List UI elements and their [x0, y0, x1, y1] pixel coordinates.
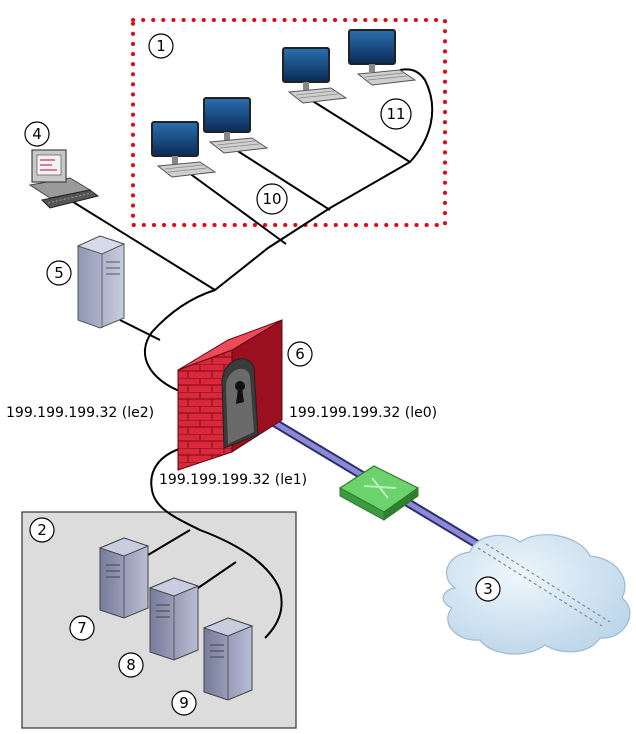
callout-label-11: 11 — [386, 105, 405, 123]
lan-pc-c-icon — [282, 47, 348, 104]
lan-pc-a-icon — [151, 121, 217, 178]
callout-label-9: 9 — [179, 694, 189, 712]
callout-label-1: 1 — [156, 37, 166, 55]
callout-circle-1 — [148, 33, 174, 59]
callout-label-3: 3 — [483, 580, 493, 598]
callout-label-10: 10 — [262, 190, 281, 208]
cable-pc-a — [184, 169, 287, 245]
callout-circle-5 — [46, 260, 72, 286]
interface-label-le1: 199.199.199.32 (le1) — [159, 472, 307, 488]
cable-dmz-server-8 — [197, 561, 237, 589]
internet-cloud-icon — [442, 534, 631, 655]
callout-label-8: 8 — [126, 656, 136, 674]
dmz-server-8-icon — [148, 577, 200, 661]
lan-zone-border — [131, 18, 447, 227]
lan-backbone-cable — [143, 68, 434, 393]
lan-pc-b-icon — [203, 97, 269, 154]
interface-label-le2: 199.199.199.32 (le2) — [6, 405, 154, 421]
callout-circle-3 — [475, 576, 501, 602]
dmz-server-7-icon — [98, 537, 150, 619]
cable-pc-b — [232, 147, 331, 211]
callout-label-5: 5 — [54, 264, 64, 282]
callout-label-6: 6 — [295, 345, 305, 363]
switch-icon — [338, 465, 420, 521]
callout-circle-4 — [24, 121, 50, 147]
callout-circle-11 — [380, 98, 412, 130]
callout-circle-9 — [171, 690, 197, 716]
cable-web-server — [119, 319, 161, 341]
callout-circle-10 — [256, 183, 288, 215]
cable-dmz-server-7 — [147, 529, 191, 556]
interface-label-le0: 199.199.199.32 (le0) — [289, 405, 437, 421]
callout-circle-8 — [118, 652, 144, 678]
lan-cables — [69, 68, 434, 639]
callout-label-7: 7 — [77, 619, 87, 637]
admin-workstation-icon — [28, 149, 100, 209]
cable-admin — [69, 199, 216, 291]
firewall-icon — [177, 319, 283, 471]
callout-label-2: 2 — [37, 521, 47, 539]
callout-label-4: 4 — [32, 125, 42, 143]
dmz-server-9-icon — [202, 617, 254, 701]
callout-circle-2 — [29, 517, 55, 543]
dmz-backbone-cable — [150, 447, 283, 639]
lan-server-icon — [76, 235, 126, 329]
cable-pc-c — [310, 99, 411, 163]
lan-pc-d-icon — [348, 29, 417, 86]
callout-circle-6 — [287, 341, 313, 367]
callout-circle-7 — [69, 615, 95, 641]
